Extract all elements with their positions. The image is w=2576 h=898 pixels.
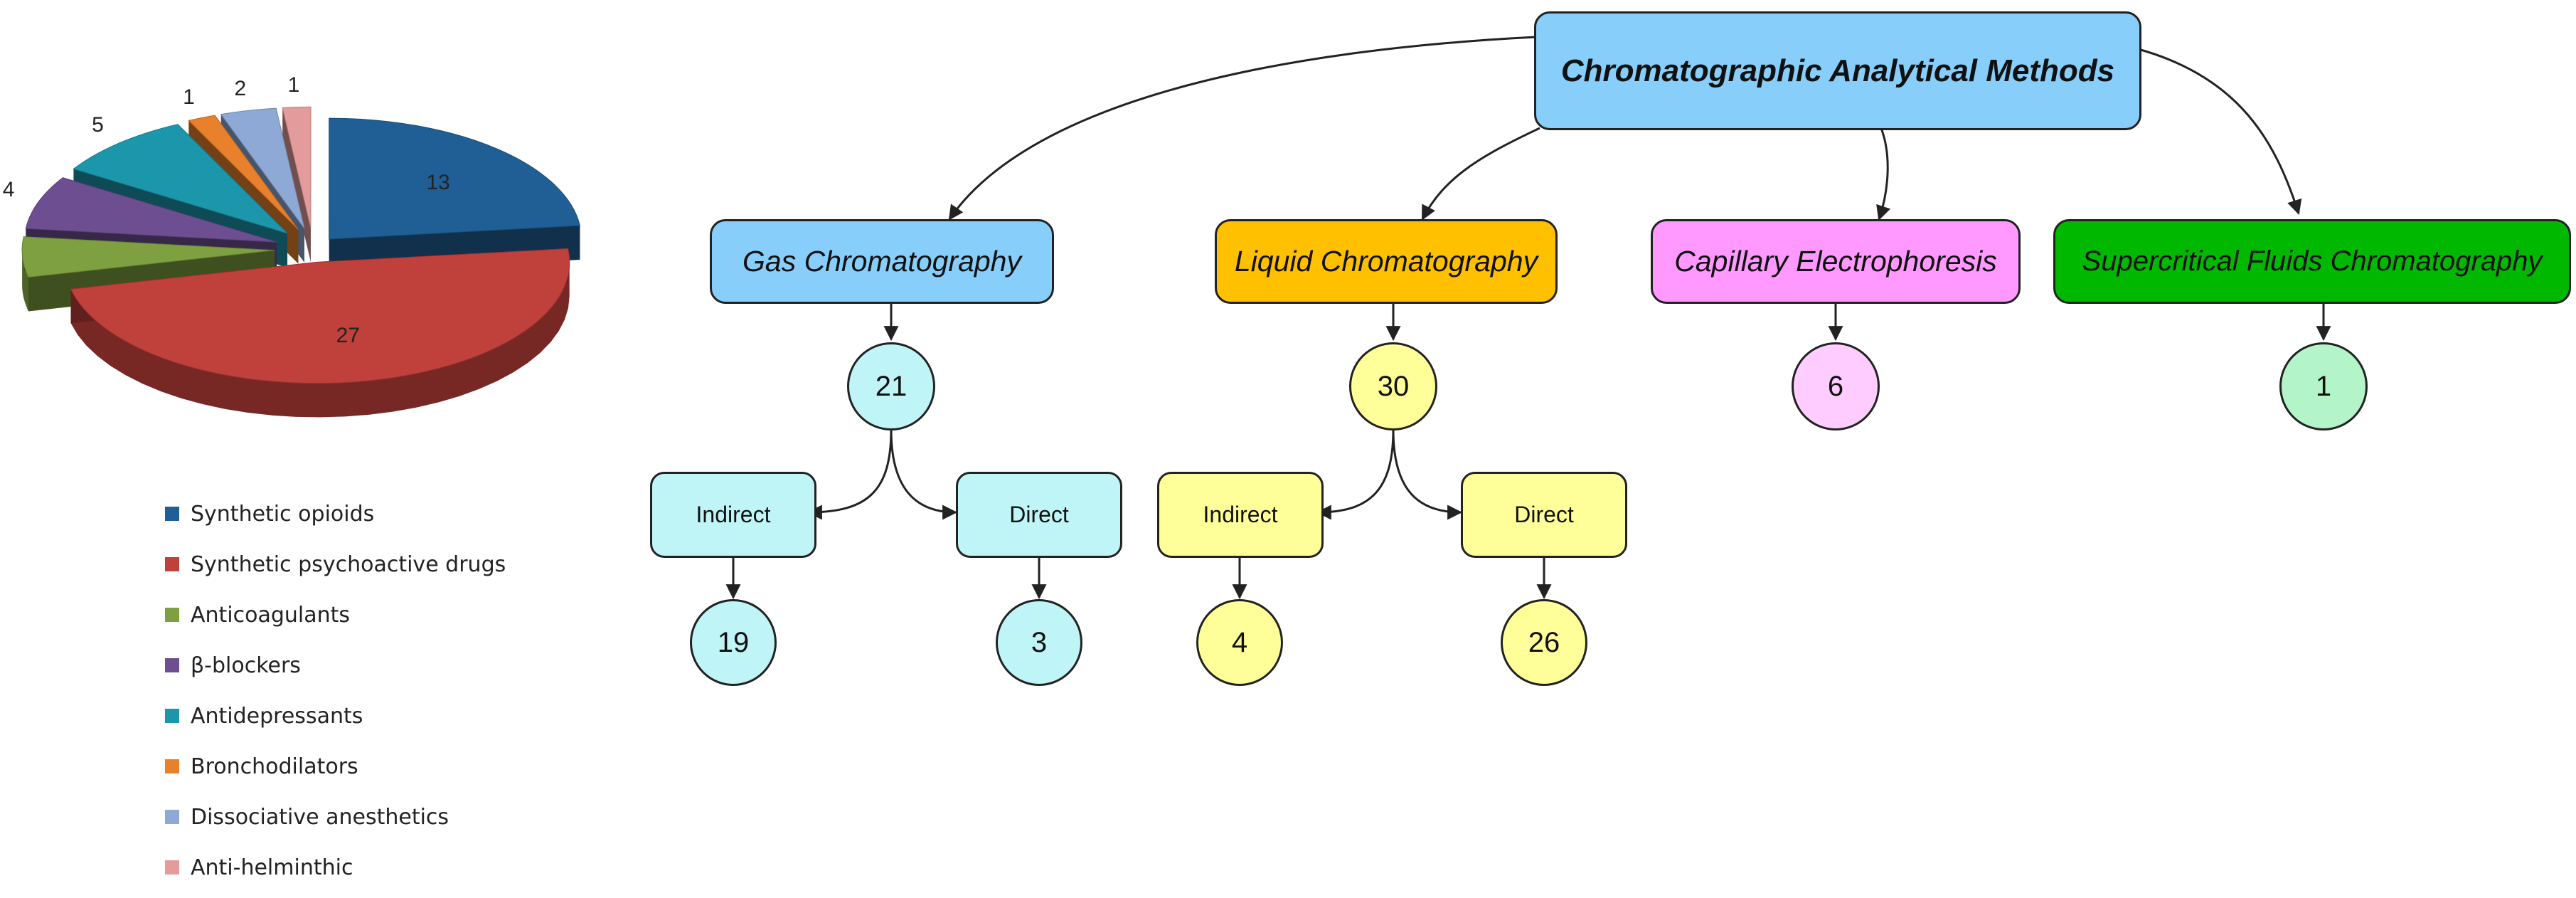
legend-label: Dissociative anesthetics: [191, 804, 449, 830]
edge-lc-indirect: [1316, 429, 1395, 520]
sub-label: Direct: [1514, 502, 1574, 527]
sfc-total-circle: 1: [2279, 342, 2368, 430]
pie-slice-dissociative-anesthetics: [220, 107, 305, 229]
pie-data-label: 2: [234, 77, 247, 101]
lc-direct-count-circle: 26: [1501, 599, 1587, 686]
count-label: 21: [875, 370, 908, 402]
sub-label: Indirect: [696, 502, 771, 527]
method-node-liquid-chromatography: Liquid Chromatography: [1215, 219, 1558, 304]
legend-label: Synthetic opioids: [191, 501, 375, 527]
pie-slice-wall: [282, 107, 311, 263]
legend-label: Bronchodilators: [191, 754, 358, 779]
legend-item: Antidepressants: [165, 702, 363, 730]
legend-swatch: [165, 759, 179, 773]
gc-indirect-count-circle: 19: [690, 599, 777, 686]
sub-label: Direct: [1009, 502, 1069, 527]
legend-label: Antidepressants: [191, 703, 363, 729]
legend-item: Bronchodilators: [165, 752, 358, 781]
legend-label: Anti-helminthic: [191, 855, 353, 880]
pie-slice--blockers: [25, 177, 277, 243]
method-label: Supercritical Fluids Chromatography: [2082, 245, 2543, 277]
legend-item: Dissociative anesthetics: [165, 803, 449, 831]
method-node-capillary-electrophoresis: Capillary Electrophoresis: [1651, 219, 2021, 304]
edge-root-lc: [1421, 127, 1540, 221]
legend-swatch: [165, 557, 179, 571]
gc-direct-node: Direct: [956, 472, 1122, 558]
root-node-label: Chromatographic Analytical Methods: [1560, 53, 2115, 88]
legend-item: Synthetic opioids: [165, 500, 374, 528]
count-label: 1: [2315, 370, 2332, 402]
legend-item: Anticoagulants: [165, 601, 350, 629]
method-label: Liquid Chromatography: [1234, 245, 1538, 278]
pie-data-label: 27: [336, 324, 360, 348]
edge-lc-direct: [1392, 429, 1463, 520]
method-label: Gas Chromatography: [743, 245, 1021, 278]
pie-data-label: 1: [287, 73, 300, 97]
pie-slice-synthetic-psychoactive-drugs: [70, 248, 570, 384]
method-node-gas-chromatography: Gas Chromatography: [710, 219, 1054, 304]
legend-label: β-blockers: [191, 653, 301, 678]
ce-total-circle: 6: [1792, 342, 1880, 430]
method-node-supercritical-fluids: Supercritical Fluids Chromatography: [2053, 219, 2571, 304]
lc-indirect-count-circle: 4: [1196, 599, 1283, 686]
legend-swatch: [165, 507, 179, 521]
pie-data-label: 13: [426, 171, 450, 195]
pie-chart: [21, 106, 581, 418]
gc-total-circle: 21: [847, 342, 935, 430]
legend-label: Synthetic psychoactive drugs: [191, 551, 506, 577]
pie-slice-synthetic-opioids: [329, 117, 581, 240]
pie-slice-anticoagulants: [21, 236, 275, 278]
edge-gc-indirect: [807, 429, 893, 520]
count-label: 19: [717, 626, 750, 658]
pie-data-label: 4: [2, 178, 15, 202]
pie-data-label: 5: [92, 112, 104, 137]
count-label: 3: [1031, 626, 1048, 658]
count-label: 6: [1827, 370, 1844, 402]
pie-slice-bronchodilators: [188, 115, 299, 230]
pie-data-label: 1: [183, 85, 195, 109]
root-node: Chromatographic Analytical Methods: [1534, 11, 2141, 130]
count-label: 26: [1528, 626, 1560, 658]
legend-swatch: [165, 860, 179, 875]
legend-item: β-blockers: [165, 651, 301, 680]
pie-slice-antidepressants: [73, 124, 288, 234]
pie-slice-anti-helminthic: [282, 106, 312, 228]
edge-gc-direct: [890, 429, 958, 520]
method-label: Capillary Electrophoresis: [1674, 245, 1997, 278]
gc-direct-count-circle: 3: [996, 599, 1082, 686]
gc-indirect-node: Indirect: [650, 472, 816, 558]
edge-root-sfc: [2140, 48, 2302, 215]
legend-label: Anticoagulants: [191, 602, 351, 628]
lc-indirect-node: Indirect: [1157, 472, 1324, 558]
legend-item: Anti-helminthic: [165, 853, 353, 882]
legend-swatch: [165, 608, 179, 622]
legend-item: Synthetic psychoactive drugs: [165, 550, 506, 579]
count-label: 30: [1377, 370, 1410, 402]
lc-direct-node: Direct: [1461, 472, 1627, 558]
count-label: 4: [1231, 626, 1248, 658]
legend-swatch: [165, 709, 179, 723]
pie-slice-side: [70, 262, 570, 418]
lc-total-circle: 30: [1349, 342, 1437, 430]
sub-label: Indirect: [1203, 502, 1278, 527]
legend-swatch: [165, 658, 179, 672]
edge-root-gc: [948, 36, 1537, 221]
legend-swatch: [165, 810, 179, 824]
edge-root-ce: [1876, 127, 1891, 221]
